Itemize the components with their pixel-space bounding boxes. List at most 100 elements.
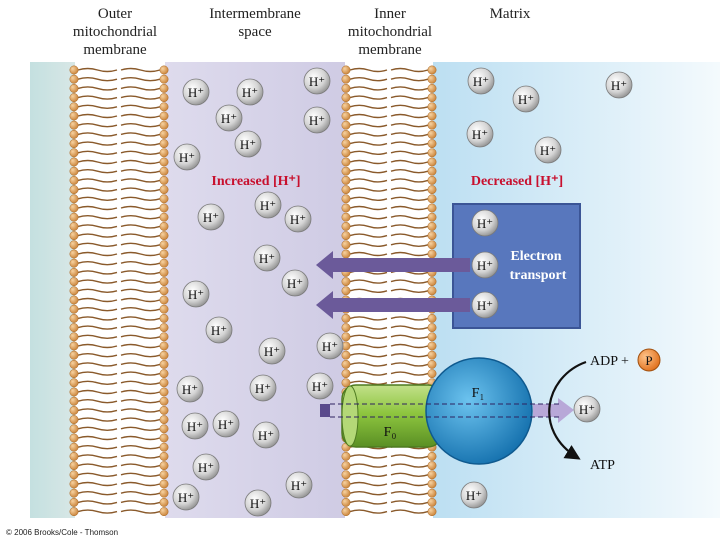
lipid-head [427, 65, 437, 75]
lipid-head [69, 102, 79, 112]
lipid-head [159, 166, 169, 176]
proton-pump-arrow-lower [316, 291, 470, 319]
lipid-head [159, 277, 169, 287]
lipid-head [341, 470, 351, 480]
lipid-head [159, 157, 169, 167]
lipid-head [69, 396, 79, 406]
h-ion: H⁺ [182, 78, 210, 106]
lipid-head [341, 65, 351, 75]
lipid-head [69, 148, 79, 158]
lipid-head [341, 507, 351, 517]
lipid-head [69, 497, 79, 507]
lipid-head [341, 323, 351, 333]
h-ion: H⁺ [281, 269, 309, 297]
lipid-head [341, 166, 351, 176]
lipid-head [69, 350, 79, 360]
header-matrix: Matrix [489, 6, 531, 22]
lipid-head [69, 451, 79, 461]
h-ion-label: H⁺ [198, 460, 214, 475]
h-ion: H⁺ [605, 71, 633, 99]
lipid-head [159, 175, 169, 185]
h-ion-label: H⁺ [187, 419, 203, 434]
lipid-head [159, 350, 169, 360]
lipid-head [427, 129, 437, 139]
h-ion-label: H⁺ [218, 417, 234, 432]
h-ion: H⁺ [205, 316, 233, 344]
lipid-head [69, 277, 79, 287]
lipid-head [159, 369, 169, 379]
lipid-head [159, 212, 169, 222]
lipid-head [427, 111, 437, 121]
lipid-head [427, 83, 437, 93]
lipid-head [341, 277, 351, 287]
lipid-head [159, 451, 169, 461]
lipid-head [159, 313, 169, 323]
lipid-head [341, 332, 351, 342]
lipid-head [159, 231, 169, 241]
f1-sphere [425, 357, 533, 465]
h-ion-label: H⁺ [540, 143, 556, 158]
h-ion-label: H⁺ [178, 490, 194, 505]
lipid-head [341, 240, 351, 250]
lipid-head [427, 277, 437, 287]
lipid-head [341, 157, 351, 167]
lipid-head [69, 332, 79, 342]
lipid-head [341, 139, 351, 149]
lipid-head [159, 111, 169, 121]
lipid-head [69, 415, 79, 425]
lipid-head [427, 313, 437, 323]
lipid-head [69, 65, 79, 75]
lipid-head [159, 470, 169, 480]
lipid-head [159, 240, 169, 250]
h-ion-label: H⁺ [258, 428, 274, 443]
lipid-head [159, 359, 169, 369]
lipid-head [69, 424, 79, 434]
lipid-head [69, 461, 79, 471]
lipid-head [427, 286, 437, 296]
lipid-head [69, 120, 79, 130]
proton-pump-arrow-upper [316, 251, 470, 279]
h-ion: H⁺ [215, 104, 243, 132]
lipid-head [159, 203, 169, 213]
lipid-head [69, 240, 79, 250]
h-ion-label: H⁺ [240, 137, 256, 152]
lipid-head [159, 488, 169, 498]
proton-ions: H⁺H⁺H⁺H⁺H⁺H⁺H⁺H⁺H⁺H⁺H⁺H⁺H⁺H⁺H⁺H⁺H⁺H⁺H⁺H⁺… [172, 67, 633, 517]
lipid-head [69, 304, 79, 314]
lipid-head [341, 231, 351, 241]
h-ion: H⁺ [534, 136, 562, 164]
lipid-head [341, 175, 351, 185]
lipid-head [427, 157, 437, 167]
lipid-head [427, 194, 437, 204]
h-ion-label: H⁺ [477, 298, 493, 313]
lipid-head [341, 313, 351, 323]
synthase-proton-channel-arrow [320, 398, 574, 423]
lipid-head [69, 286, 79, 296]
lipid-head [159, 497, 169, 507]
header-intermembrane-space: Intermembrane space [209, 6, 301, 40]
lipid-head [159, 304, 169, 314]
lipid-head [69, 93, 79, 103]
h-ion-label: H⁺ [477, 258, 493, 273]
h-ion: H⁺ [460, 481, 488, 509]
lipid-head [341, 212, 351, 222]
lipid-head [427, 497, 437, 507]
adp-label: ADP + [590, 354, 629, 369]
lipid-head [69, 212, 79, 222]
lipid-head [427, 507, 437, 517]
lipid-head [69, 231, 79, 241]
lipid-head [159, 185, 169, 195]
lipid-head [427, 212, 437, 222]
lipid-head [427, 203, 437, 213]
increased-h-label: Increased [H⁺] [211, 174, 300, 189]
lipid-head [69, 378, 79, 388]
h-ion-label: H⁺ [188, 287, 204, 302]
atp-label: ATP [590, 458, 615, 473]
h-ion-label: H⁺ [287, 276, 303, 291]
h-ion-label: H⁺ [250, 496, 266, 511]
h-ion-label: H⁺ [518, 92, 534, 107]
h-ion-label: H⁺ [579, 402, 595, 417]
phosphate-label: P [645, 353, 652, 368]
lipid-head [341, 461, 351, 471]
